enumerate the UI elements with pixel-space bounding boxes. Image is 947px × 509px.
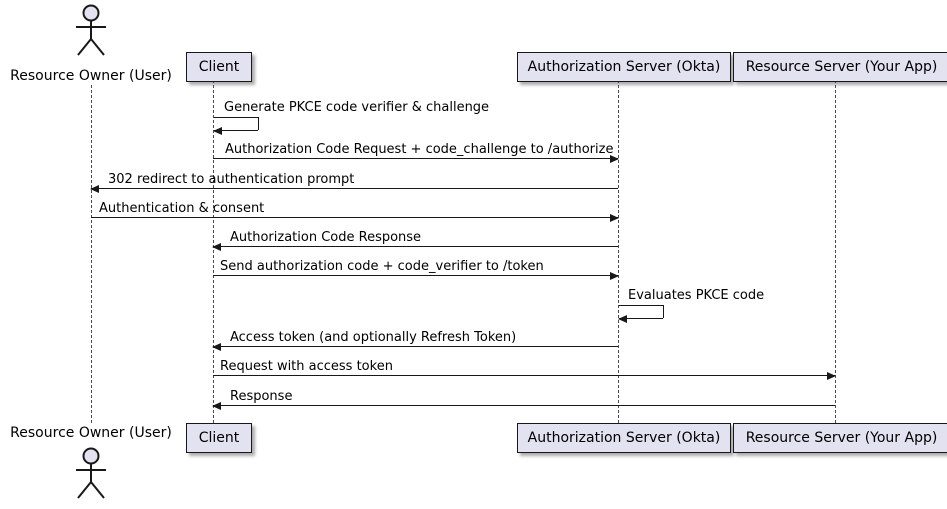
message-5-label: Authorization Code Response: [230, 230, 422, 245]
participant-bottom-client: Client: [186, 423, 252, 453]
message-3-arrow: [90, 185, 618, 193]
participant-label: Client: [198, 430, 240, 446]
self-arrow-side: [258, 117, 259, 130]
arrowhead-right-icon: [827, 372, 836, 380]
arrowhead-left-icon: [213, 127, 222, 135]
self-arrow-side: [663, 305, 664, 318]
participant-top-client: Client: [186, 52, 252, 82]
arrowhead-left-icon: [212, 402, 221, 410]
message-8-label: Access token (and optionally Refresh Tok…: [230, 330, 517, 345]
self-arrow-top: [619, 305, 663, 306]
message-1-label: Generate PKCE code verifier & challenge: [224, 100, 490, 115]
message-6-arrow: [213, 272, 619, 280]
participant-bottom-resource: Resource Server (Your App): [733, 423, 947, 453]
lifeline-owner: [91, 85, 92, 423]
arrowhead-left-icon: [618, 315, 627, 323]
lifeline-client: [213, 80, 214, 423]
message-10-label: Response: [230, 389, 293, 404]
lifeline-auth: [618, 80, 619, 423]
message-8-arrow: [212, 343, 618, 351]
participant-label: Resource Server (Your App): [745, 59, 938, 75]
self-arrow-bottom: [213, 127, 258, 135]
participant-label: Authorization Server (Okta): [527, 59, 721, 75]
actor-label-top: Resource Owner (User): [10, 68, 172, 84]
self-arrow-top: [214, 117, 258, 118]
message-2-label: Authorization Code Request + code_challe…: [225, 142, 614, 157]
participant-label: Resource Server (Your App): [745, 430, 938, 446]
message-9-arrow: [213, 372, 836, 380]
participant-label: Client: [198, 59, 240, 75]
message-4-label: Authentication & consent: [99, 201, 265, 216]
arrowhead-left-icon: [90, 185, 99, 193]
message-10-arrow: [212, 402, 835, 410]
participant-top-auth: Authorization Server (Okta): [517, 52, 731, 82]
message-4-arrow: [91, 214, 619, 222]
message-3-label: 302 redirect to authentication prompt: [108, 172, 355, 187]
lifeline-resource: [835, 80, 836, 423]
arrowhead-right-icon: [610, 272, 619, 280]
actor-label-bottom: Resource Owner (User): [10, 425, 172, 441]
arrowhead-right-icon: [610, 155, 619, 163]
arrowhead-left-icon: [212, 343, 221, 351]
participant-top-resource: Resource Server (Your App): [733, 52, 947, 82]
participant-label: Authorization Server (Okta): [527, 430, 721, 446]
actor-icon-top: [76, 4, 106, 56]
actor-icon-bottom: [76, 447, 106, 499]
message-2-arrow: [213, 155, 619, 163]
arrowhead-right-icon: [610, 214, 619, 222]
message-6-label: Send authorization code + code_verifier …: [220, 259, 544, 274]
arrowhead-left-icon: [212, 243, 221, 251]
participant-bottom-auth: Authorization Server (Okta): [517, 423, 731, 453]
message-5-arrow: [212, 243, 618, 251]
self-arrow-bottom: [618, 315, 663, 323]
message-9-label: Request with access token: [220, 359, 393, 374]
message-7-label: Evaluates PKCE code: [628, 288, 765, 303]
